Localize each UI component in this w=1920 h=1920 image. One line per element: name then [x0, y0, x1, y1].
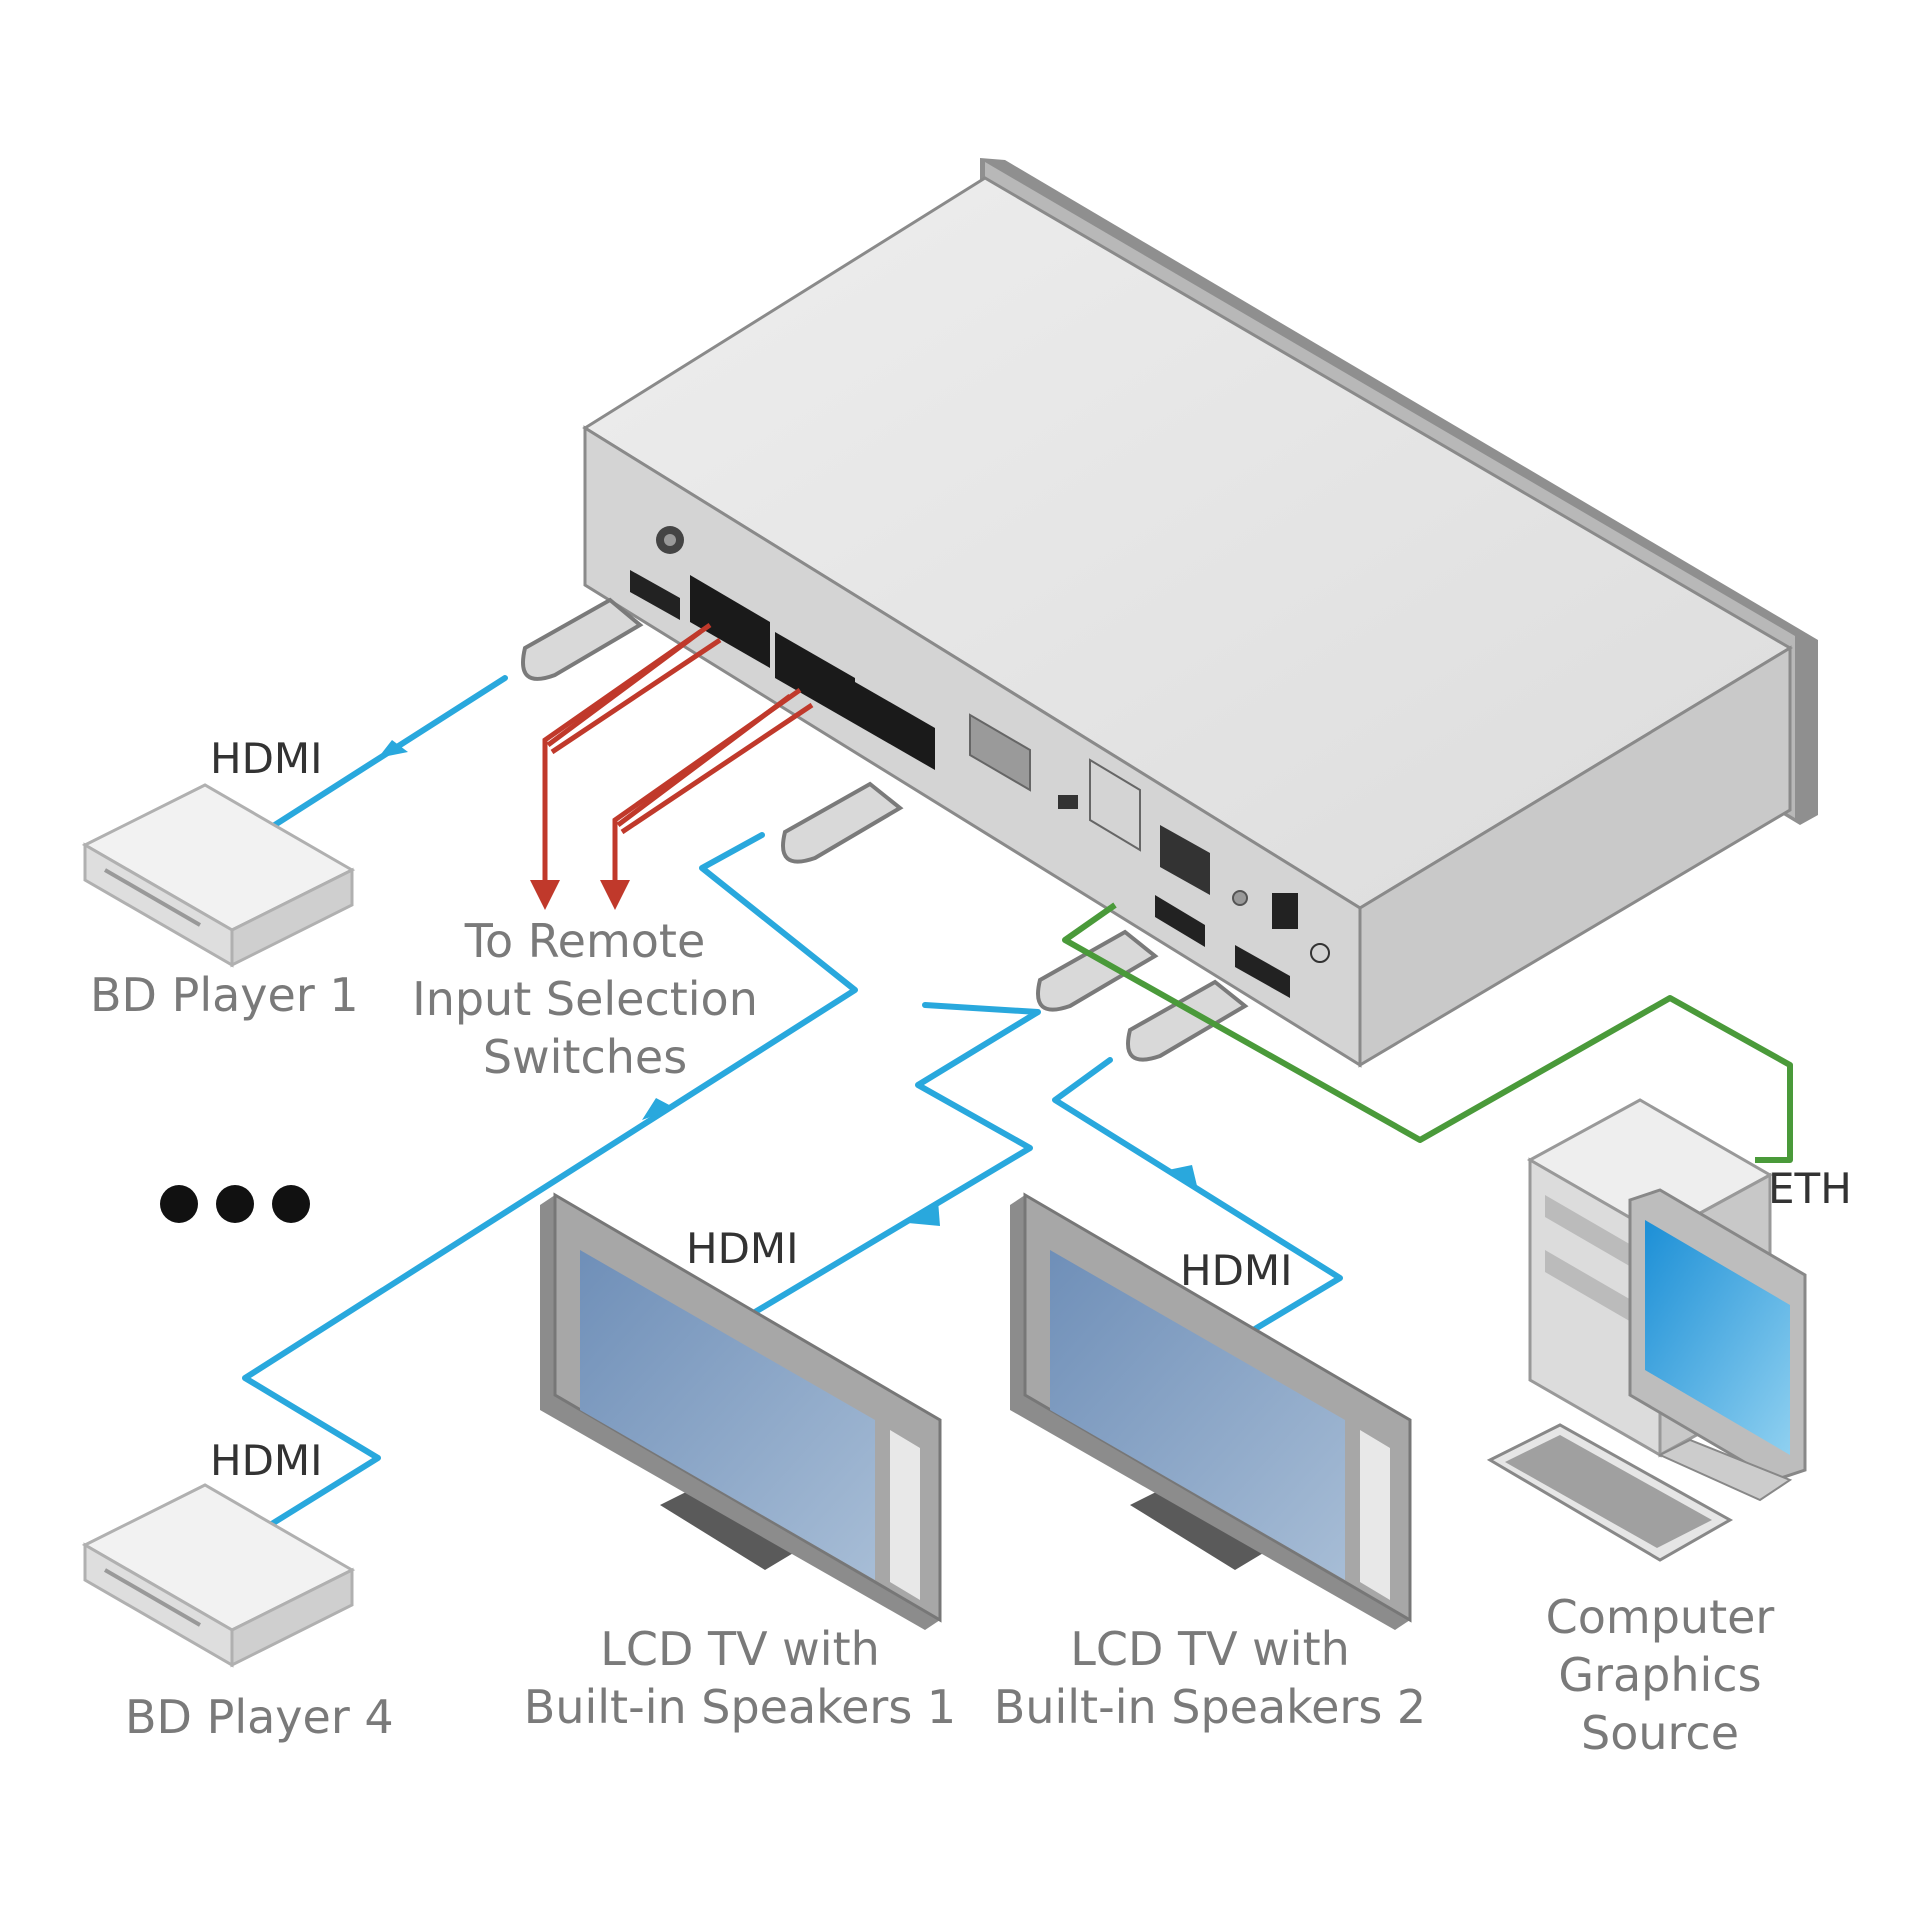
bd-player-icon — [81, 1483, 356, 1668]
bd-player-icon — [81, 783, 356, 968]
computer-icon — [1486, 1098, 1807, 1562]
hdmi-connectors — [521, 597, 1249, 1062]
lcd-tv-icon — [1010, 1192, 1412, 1630]
lcd-tv-icon — [540, 1192, 942, 1630]
label-bd-player-1: BD Player 1 — [90, 968, 359, 1022]
label-hdmi-bd4: HDMI — [210, 1436, 323, 1485]
label-remote-switches: To Remote Input Selection Switches — [412, 914, 758, 1084]
switcher-unit-icon — [582, 158, 1818, 1068]
label-hdmi-tv2: HDMI — [1180, 1246, 1293, 1295]
remote-wires — [542, 622, 814, 888]
label-eth: ETH — [1768, 1164, 1852, 1213]
label-hdmi-tv1: HDMI — [686, 1224, 799, 1273]
label-tv2: LCD TV with Built-in Speakers 2 — [993, 1622, 1427, 1734]
label-bd-player-4: BD Player 4 — [125, 1690, 394, 1744]
ellipsis-icon — [160, 1185, 310, 1235]
cable-ethernet — [1062, 902, 1793, 1163]
cable-bd4 — [242, 832, 858, 1528]
label-computer: Computer Graphics Source — [1545, 1590, 1775, 1760]
label-hdmi-bd1: HDMI — [210, 734, 323, 783]
label-tv1: LCD TV with Built-in Speakers 1 — [523, 1622, 957, 1734]
